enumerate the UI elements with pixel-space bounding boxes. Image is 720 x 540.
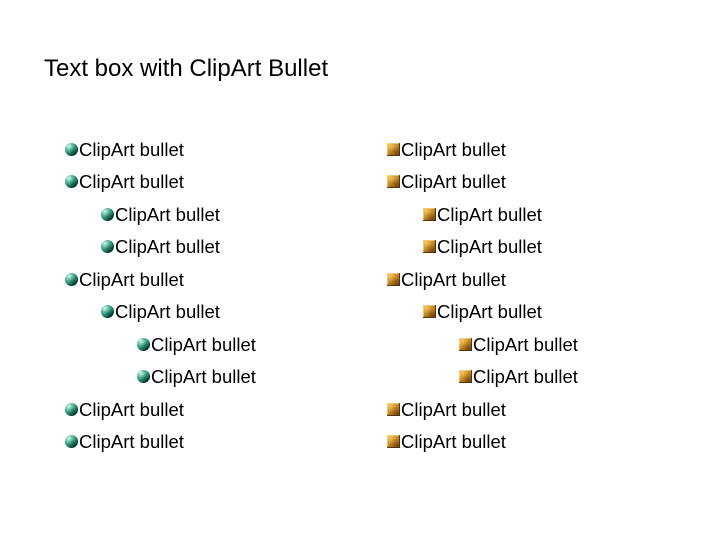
list-item-text: ClipArt bullet — [473, 333, 578, 355]
teal-sphere-clipart-bullet-icon — [101, 207, 114, 221]
gold-square-clipart-bullet-icon — [423, 207, 436, 221]
teal-sphere-clipart-bullet-icon — [65, 175, 78, 188]
list-item: ClipArt bullet — [387, 199, 578, 232]
list-item-text: ClipArt bullet — [79, 138, 184, 160]
gold-square-clipart-bullet-icon — [459, 370, 472, 383]
list-item-text: ClipArt bullet — [401, 171, 506, 193]
gold-square-clipart-bullet-icon — [387, 142, 400, 156]
gold-square-clipart-bullet-icon — [459, 337, 472, 351]
list-item: ClipArt bullet — [387, 329, 578, 362]
list-item-text: ClipArt bullet — [151, 333, 256, 355]
teal-sphere-clipart-bullet-icon — [65, 272, 78, 286]
list-item: ClipArt bullet — [387, 166, 578, 199]
list-item-text: ClipArt bullet — [437, 236, 542, 258]
list-item: ClipArt bullet — [65, 426, 256, 459]
list-item-text: ClipArt bullet — [437, 203, 542, 225]
gold-square-clipart-bullet-icon — [387, 272, 400, 286]
list-item: ClipArt bullet — [65, 394, 256, 427]
slide-title: Text box with ClipArt Bullet — [44, 55, 329, 82]
teal-sphere-clipart-bullet-icon — [101, 305, 114, 318]
list-item: ClipArt bullet — [387, 264, 578, 297]
list-item: ClipArt bullet — [65, 231, 256, 264]
list-item: ClipArt bullet — [65, 134, 256, 167]
list-item: ClipArt bullet — [65, 361, 256, 394]
list-item: ClipArt bullet — [65, 329, 256, 362]
list-item-text: ClipArt bullet — [401, 268, 506, 290]
list-item-text: ClipArt bullet — [115, 236, 220, 258]
list-item-text: ClipArt bullet — [115, 301, 220, 323]
list-item-text: ClipArt bullet — [79, 268, 184, 290]
list-item: ClipArt bullet — [387, 296, 578, 329]
gold-square-clipart-bullet-icon — [423, 305, 436, 318]
list-item-text: ClipArt bullet — [401, 138, 506, 160]
teal-sphere-clipart-bullet-icon — [137, 370, 150, 383]
list-item: ClipArt bullet — [387, 231, 578, 264]
list-item-text: ClipArt bullet — [79, 431, 184, 453]
teal-sphere-clipart-bullet-icon — [65, 142, 78, 156]
list-item-text: ClipArt bullet — [79, 171, 184, 193]
list-item: ClipArt bullet — [65, 199, 256, 232]
list-item: ClipArt bullet — [387, 426, 578, 459]
gold-square-clipart-bullet-icon — [387, 402, 400, 416]
list-item: ClipArt bullet — [387, 394, 578, 427]
list-item-text: ClipArt bullet — [151, 366, 256, 388]
list-item-text: ClipArt bullet — [115, 203, 220, 225]
list-item-text: ClipArt bullet — [437, 301, 542, 323]
gold-square-clipart-bullet-icon — [387, 435, 400, 448]
teal-sphere-clipart-bullet-icon — [101, 240, 114, 253]
list-item: ClipArt bullet — [65, 166, 256, 199]
teal-sphere-clipart-bullet-icon — [137, 337, 150, 351]
list-item: ClipArt bullet — [387, 134, 578, 167]
list-item-text: ClipArt bullet — [473, 366, 578, 388]
list-item-text: ClipArt bullet — [79, 398, 184, 420]
teal-sphere-clipart-bullet-icon — [65, 435, 78, 448]
list-item: ClipArt bullet — [65, 264, 256, 297]
list-item-text: ClipArt bullet — [401, 431, 506, 453]
teal-sphere-clipart-bullet-icon — [65, 402, 78, 416]
gold-square-clipart-bullet-icon — [423, 240, 436, 253]
list-item: ClipArt bullet — [387, 361, 578, 394]
list-item: ClipArt bullet — [65, 296, 256, 329]
gold-square-clipart-bullet-icon — [387, 175, 400, 188]
list-item-text: ClipArt bullet — [401, 398, 506, 420]
